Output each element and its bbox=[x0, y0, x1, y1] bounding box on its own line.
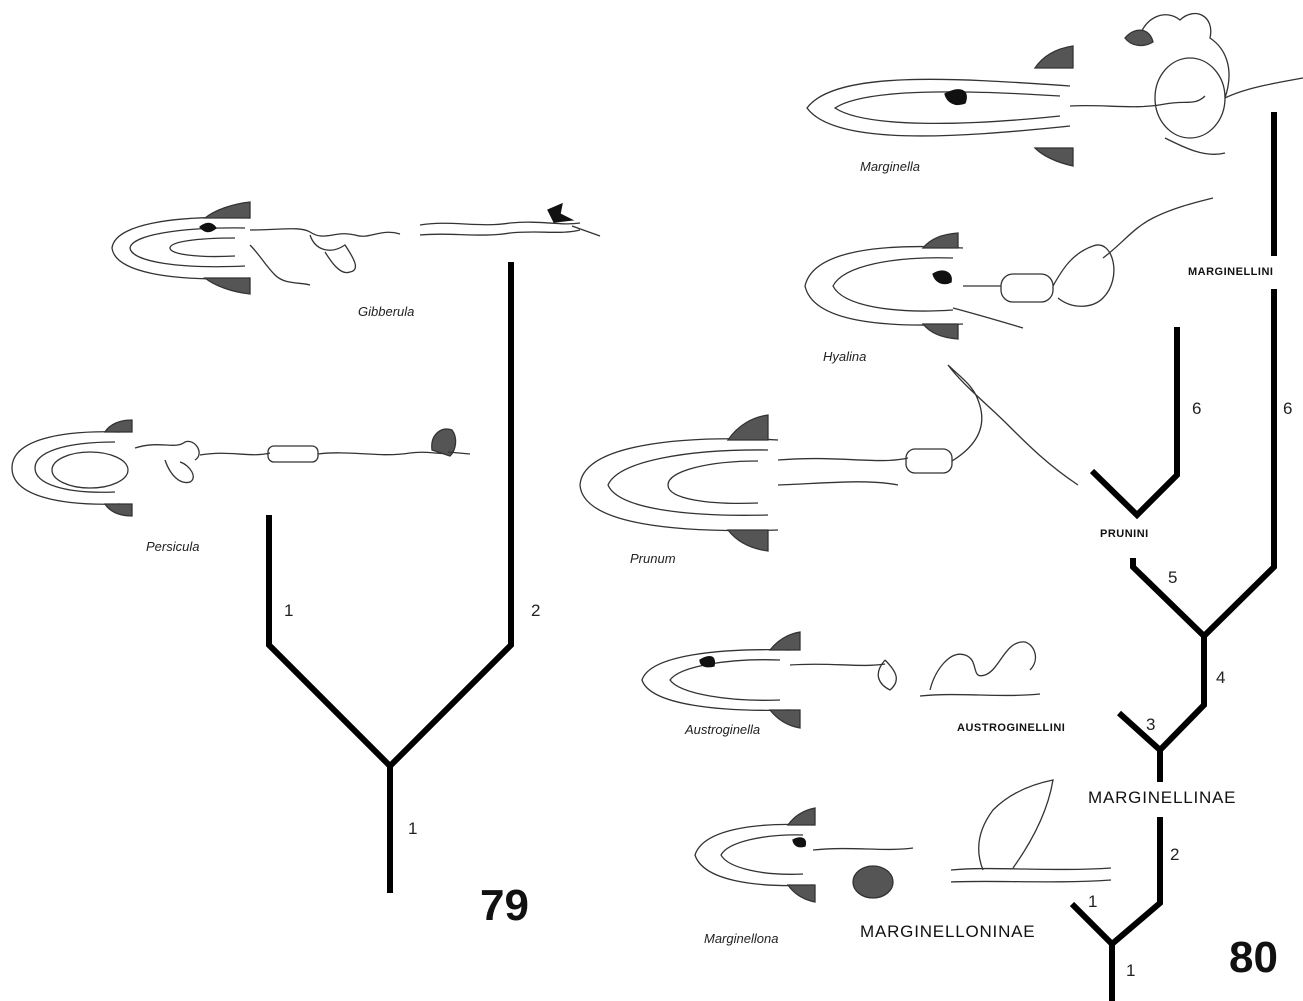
label-gibberula: Gibberula bbox=[358, 305, 414, 318]
branch-label-80-root: 1 bbox=[1126, 962, 1135, 979]
hyalina-drawing bbox=[805, 198, 1213, 339]
taxon-marginellinae: MARGINELLINAE bbox=[1088, 789, 1236, 806]
figure-number-79: 79 bbox=[480, 884, 529, 928]
taxon-marginelloninae: MARGINELLONINAE bbox=[860, 923, 1035, 940]
branch-label-80-marginelloninae: 1 bbox=[1088, 893, 1097, 910]
label-marginellona: Marginellona bbox=[704, 932, 778, 945]
figure-number-80: 80 bbox=[1229, 936, 1278, 980]
label-hyalina: Hyalina bbox=[823, 350, 866, 363]
prunum-drawing bbox=[580, 365, 1078, 551]
branch-label-80-hyalina: 6 bbox=[1192, 400, 1201, 417]
branch-label-80-marginella: 6 bbox=[1283, 400, 1292, 417]
branch-label-79-root: 1 bbox=[408, 820, 417, 837]
austroginella-drawing bbox=[642, 632, 1040, 728]
marginella-drawing bbox=[807, 14, 1303, 166]
taxon-prunini: PRUNINI bbox=[1100, 529, 1149, 540]
label-marginella: Marginella bbox=[860, 160, 920, 173]
branch-4 bbox=[1160, 636, 1204, 750]
branch-label-79-persicula: 1 bbox=[284, 602, 293, 619]
branch-hyalina bbox=[1092, 327, 1177, 515]
marginellona-drawing bbox=[695, 780, 1111, 902]
label-prunum: Prunum bbox=[630, 552, 676, 565]
label-austroginella: Austroginella bbox=[685, 723, 760, 736]
figure-79-tree bbox=[269, 262, 511, 893]
gibberula-drawing bbox=[112, 202, 600, 294]
branch-2 bbox=[1112, 817, 1160, 944]
branch-persicula bbox=[269, 515, 390, 766]
taxon-austroginellini: AUSTROGINELLINI bbox=[957, 723, 1065, 734]
branch-label-80-prunini: 5 bbox=[1168, 569, 1177, 586]
branch-label-79-gibberula: 2 bbox=[531, 602, 540, 619]
branch-label-80-austroginellini: 3 bbox=[1146, 716, 1155, 733]
label-persicula: Persicula bbox=[146, 540, 199, 553]
branch-label-80-4: 4 bbox=[1216, 669, 1225, 686]
taxon-marginellini: MARGINELLINI bbox=[1188, 267, 1273, 278]
branch-gibberula bbox=[390, 262, 511, 766]
branch-label-80-2: 2 bbox=[1170, 846, 1179, 863]
branch-marginellini bbox=[1204, 289, 1274, 636]
persicula-drawing bbox=[12, 420, 470, 516]
